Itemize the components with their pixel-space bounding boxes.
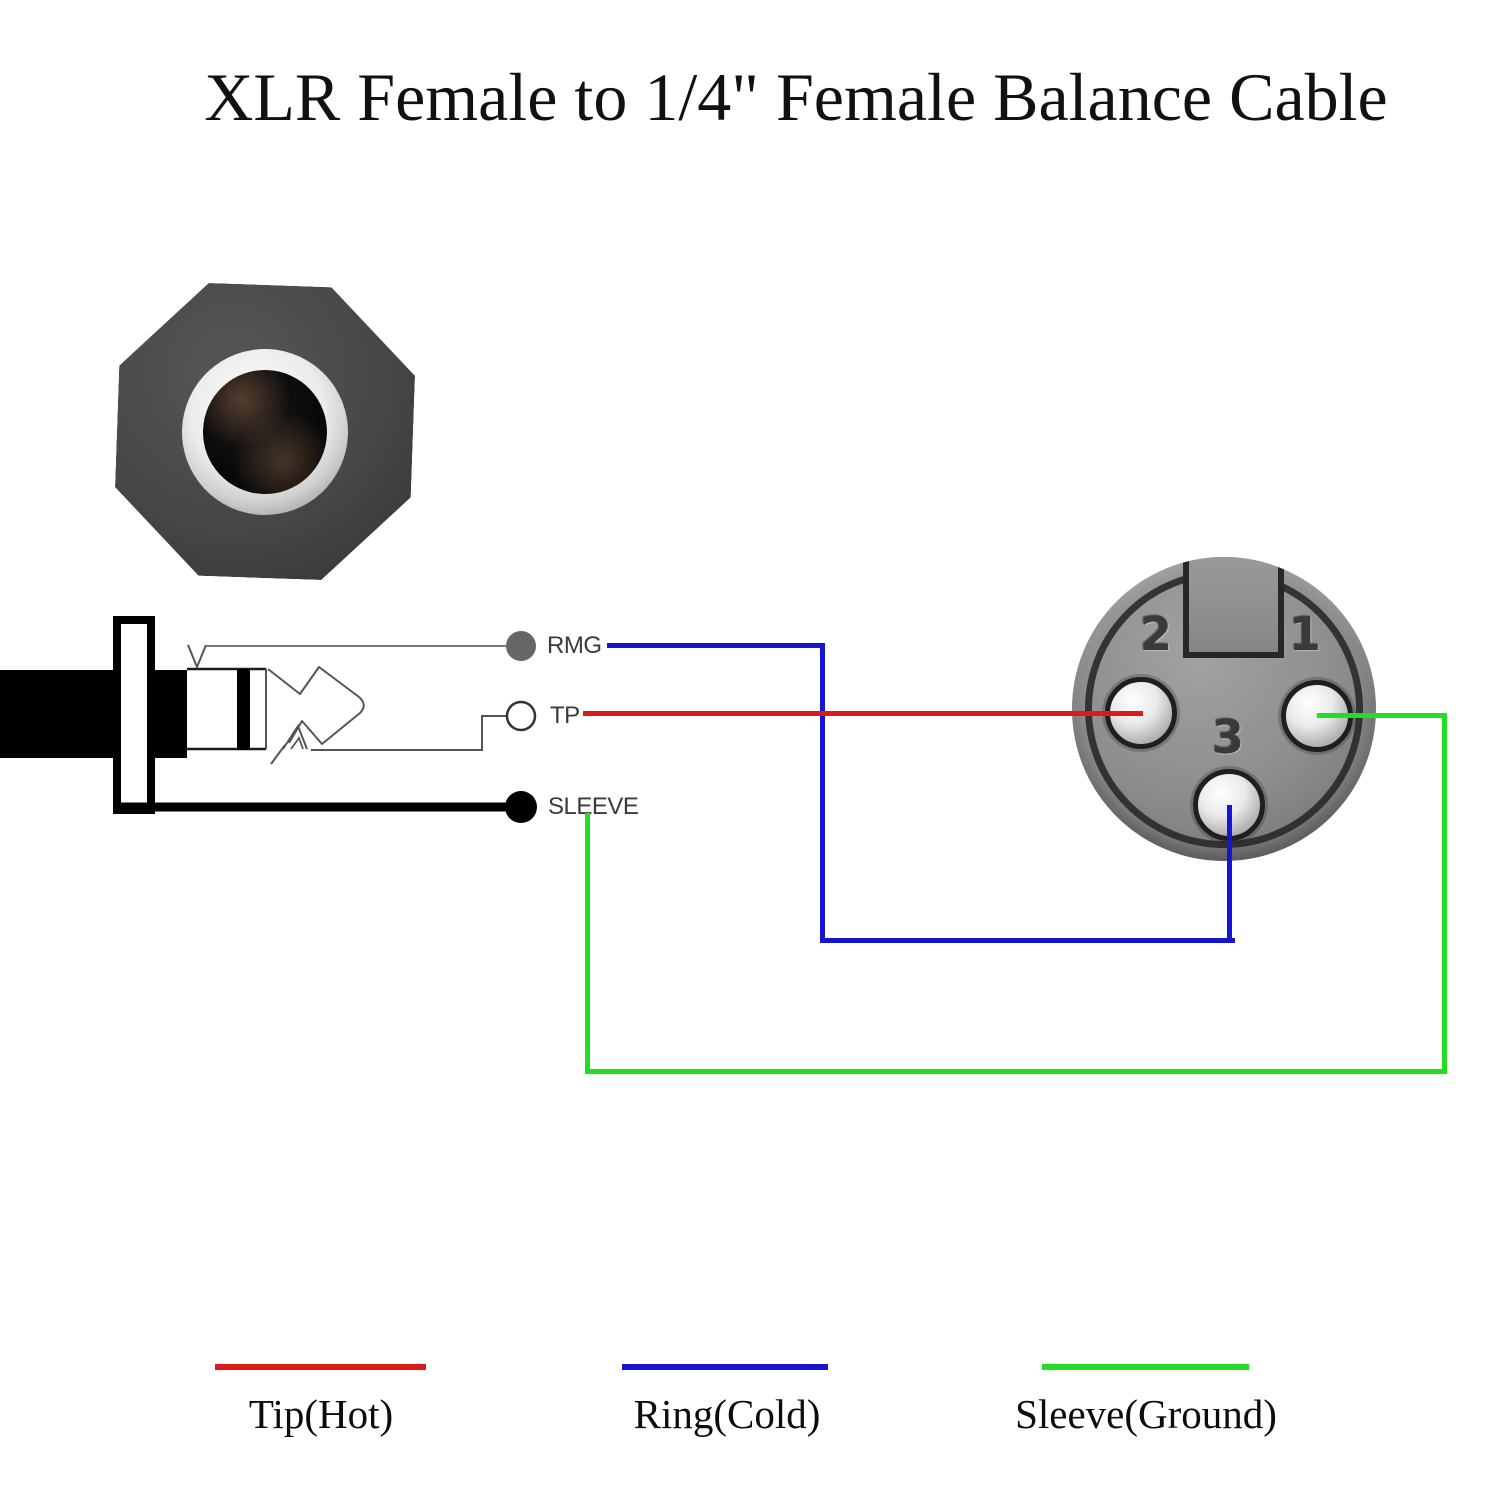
tp-label: TP — [550, 702, 580, 729]
wire-sleeve-ground-segment-4 — [585, 813, 590, 1074]
tp-lead-line — [311, 715, 506, 751]
wire-sleeve-ground-segment-1 — [1317, 713, 1447, 718]
wire-sleeve-ground-segment-3 — [585, 1069, 1447, 1074]
xlr-pin-3-number: 3 — [1211, 710, 1245, 764]
legend-ring-swatch — [622, 1364, 828, 1370]
sleeve-label: SLEEVE — [548, 793, 639, 820]
trs-plug-schematic — [0, 616, 537, 823]
plug-ring-contact-mark — [187, 644, 207, 670]
plug-cable — [0, 670, 114, 758]
page-title: XLR Female to 1/4" Female Balance Cable — [204, 59, 1388, 135]
wire-ring-cold-segment-4 — [1227, 805, 1232, 943]
legend-sleeve-swatch — [1042, 1364, 1249, 1370]
legend-tip-label: Tip(Hot) — [248, 1391, 394, 1437]
tp-terminal-dot — [505, 700, 537, 732]
rmg-label: RMG — [547, 632, 602, 659]
legend-sleeve-label: Sleeve(Ground) — [1015, 1391, 1277, 1437]
plug-body — [155, 670, 187, 758]
xlr-pin-2-number: 2 — [1139, 607, 1173, 661]
legend-tip-swatch — [215, 1364, 426, 1370]
rmg-terminal-dot — [506, 631, 536, 661]
wire-sleeve-ground-segment-2 — [1442, 713, 1447, 1074]
sleeve-terminal-dot — [505, 791, 537, 823]
legend-ring-label: Ring(Cold) — [633, 1391, 821, 1437]
xlr-pin-1-number: 1 — [1288, 607, 1322, 661]
jack-socket-hole — [201, 368, 329, 496]
plug-ring-band — [237, 669, 250, 750]
xlr-female-connector-icon: 2 1 3 — [1072, 557, 1376, 861]
wire-ring-cold-segment-3 — [820, 938, 1235, 943]
plug-tip-contact — [267, 666, 365, 745]
plug-tip-chevron — [282, 723, 308, 750]
quarter-inch-female-jack-icon — [112, 280, 418, 583]
xlr-keyway-notch — [1183, 557, 1284, 658]
wire-ring-cold-segment-1 — [607, 643, 823, 648]
wire-ring-cold-segment-2 — [820, 643, 825, 943]
wire-tip-hot-segment — [583, 711, 1143, 716]
jack-metal-ring — [179, 346, 351, 518]
plug-shaft — [187, 669, 266, 750]
plug-washer — [113, 616, 155, 814]
